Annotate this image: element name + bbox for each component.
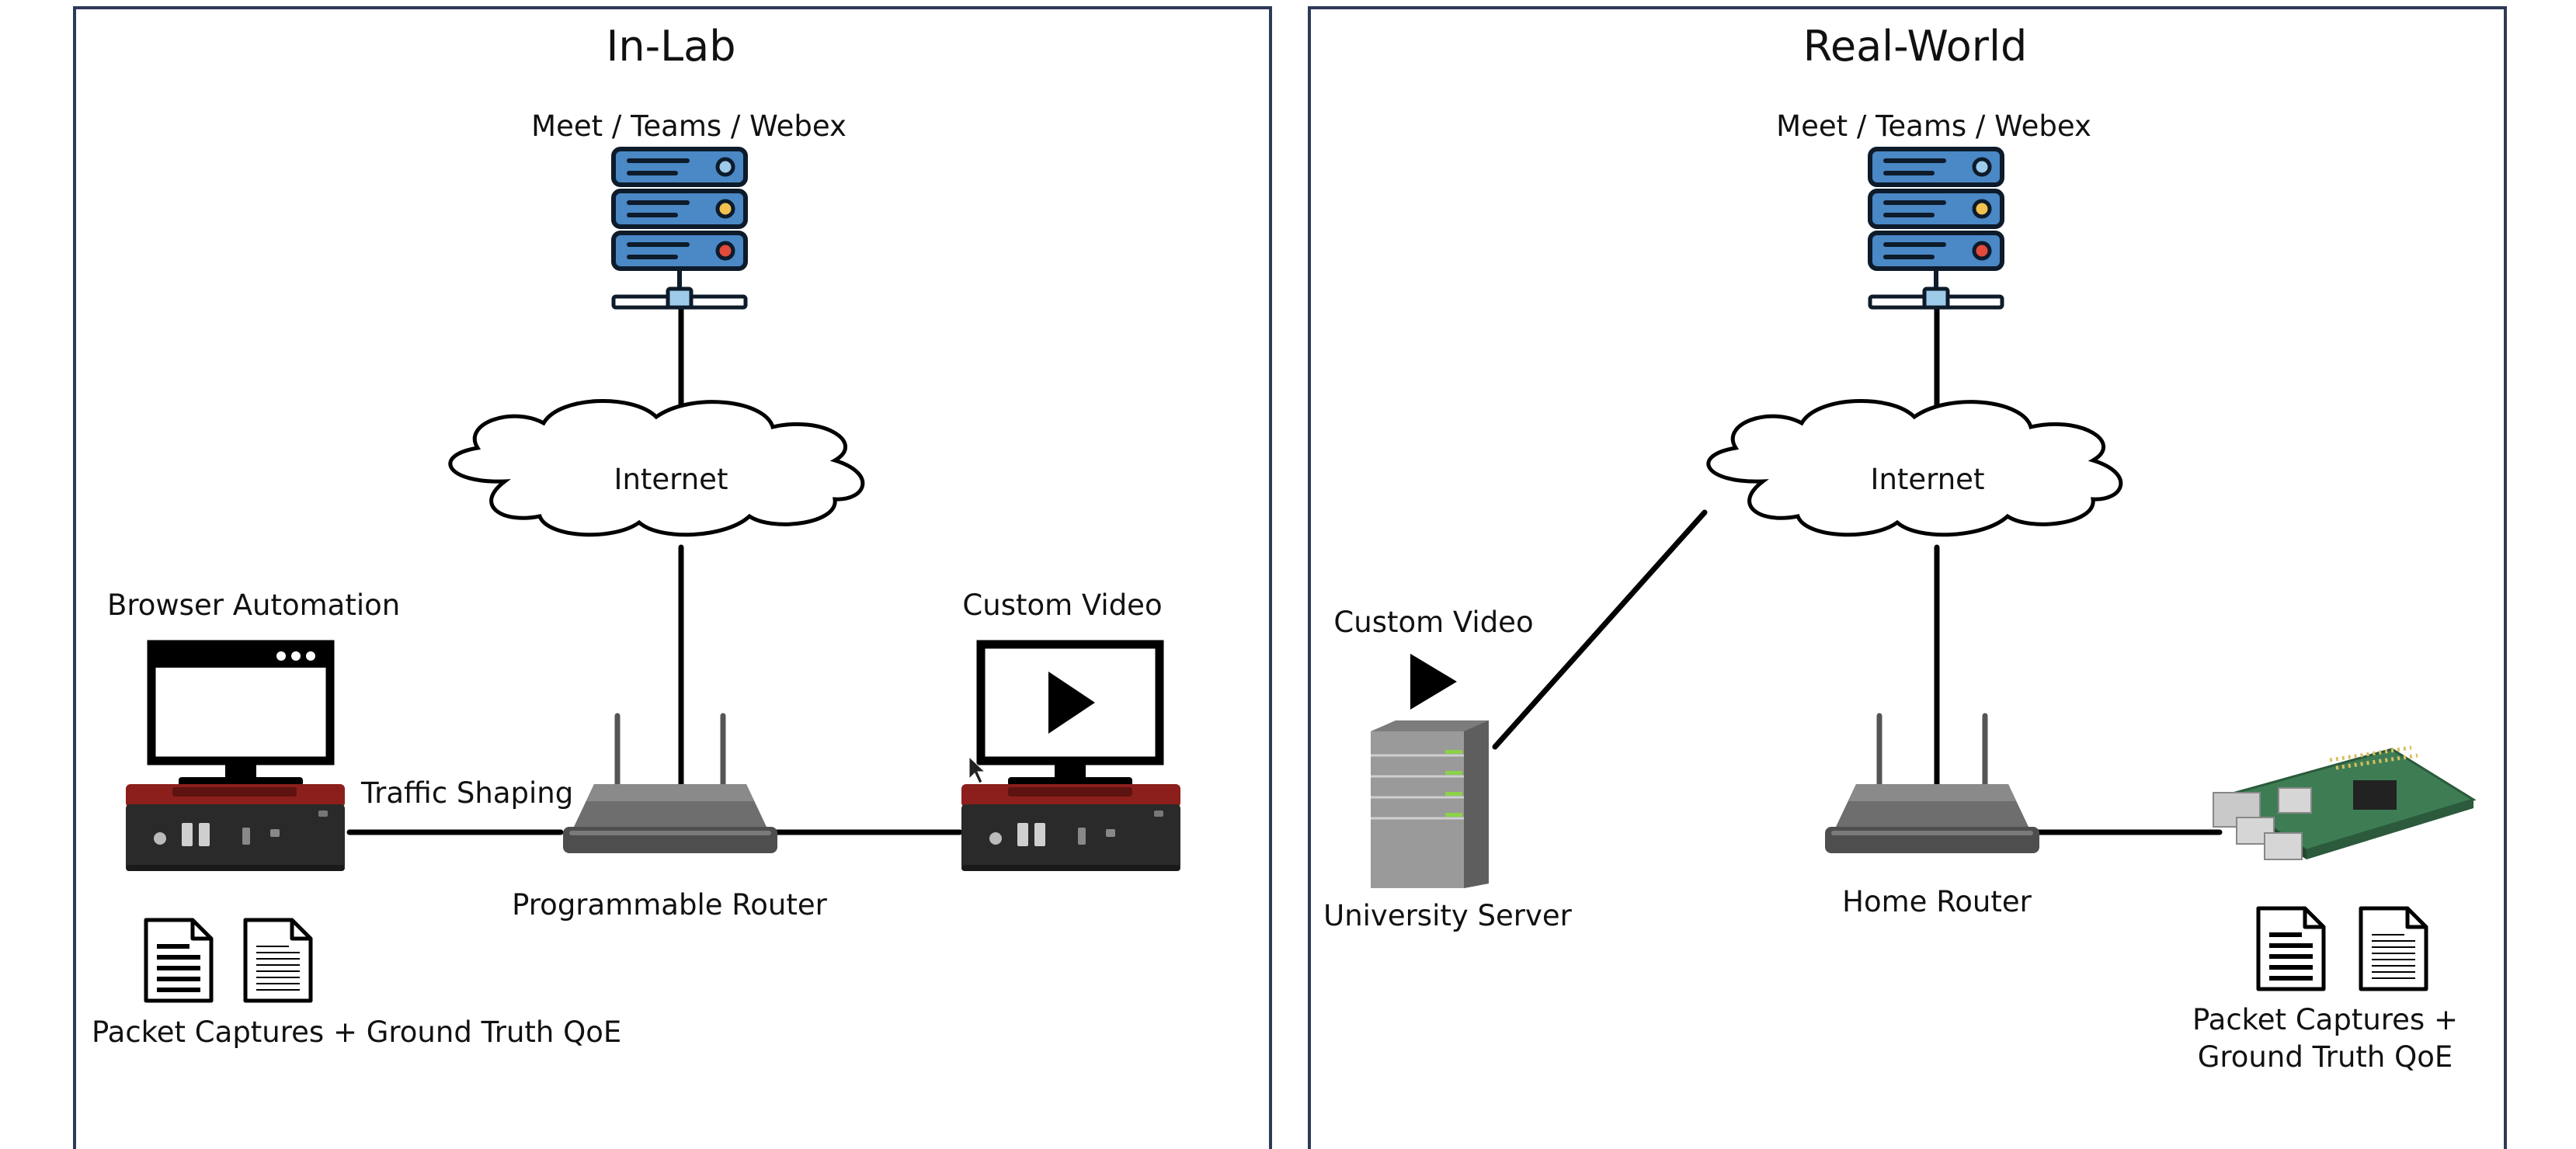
server-label: Meet / Teams / Webex (531, 109, 846, 143)
video-monitor-icon (976, 640, 1164, 786)
panel-real-world-frame (1308, 6, 2507, 1149)
document-icon (245, 920, 311, 1001)
document-icon (2361, 908, 2426, 989)
raspberry-pi-board-icon (2213, 745, 2477, 860)
router-label: Programmable Router (512, 888, 828, 922)
wifi-router-icon (563, 716, 777, 853)
mouse-cursor-icon (968, 755, 986, 784)
university-label: University Server (1323, 899, 1573, 932)
panel-in-lab-frame (73, 6, 1272, 1149)
cloud-label: Internet (614, 463, 728, 496)
client-label: Browser Automation (107, 588, 400, 622)
server-label: Meet / Teams / Webex (1776, 109, 2091, 143)
captures-label-line1: Packet Captures + (2192, 1003, 2458, 1036)
captures-label: Packet Captures + Ground Truth QoE (92, 1015, 621, 1049)
wifi-router-icon (1825, 716, 2039, 853)
panel-title: In-Lab (606, 22, 735, 71)
document-icon (146, 920, 211, 1001)
panel-in-lab: In-Lab Meet / Teams / Webex Internet Bro… (73, 6, 1272, 1149)
browser-monitor-icon (147, 640, 335, 786)
server-rack-icon (1870, 149, 2002, 307)
link-label: Traffic Shaping (360, 776, 573, 810)
cloud-label: Internet (1871, 463, 1985, 496)
router-label: Home Router (1842, 885, 2032, 918)
panel-real-world: Real-World Meet / Teams / Webex Internet… (1308, 6, 2507, 1149)
captures-label-line2: Ground Truth QoE (2198, 1040, 2453, 1074)
panel-title: Real-World (1803, 22, 2027, 71)
play-icon (1048, 672, 1095, 734)
server-rack-icon (614, 149, 746, 307)
document-icon (2258, 908, 2324, 989)
mini-pc-icon (961, 784, 1180, 871)
play-icon (1410, 654, 1457, 710)
wire-university-to-internet (1492, 509, 1708, 750)
tower-server-icon (1371, 720, 1489, 888)
video-label: Custom Video (962, 588, 1162, 622)
video-label: Custom Video (1333, 606, 1533, 639)
mini-pc-icon (126, 784, 345, 871)
